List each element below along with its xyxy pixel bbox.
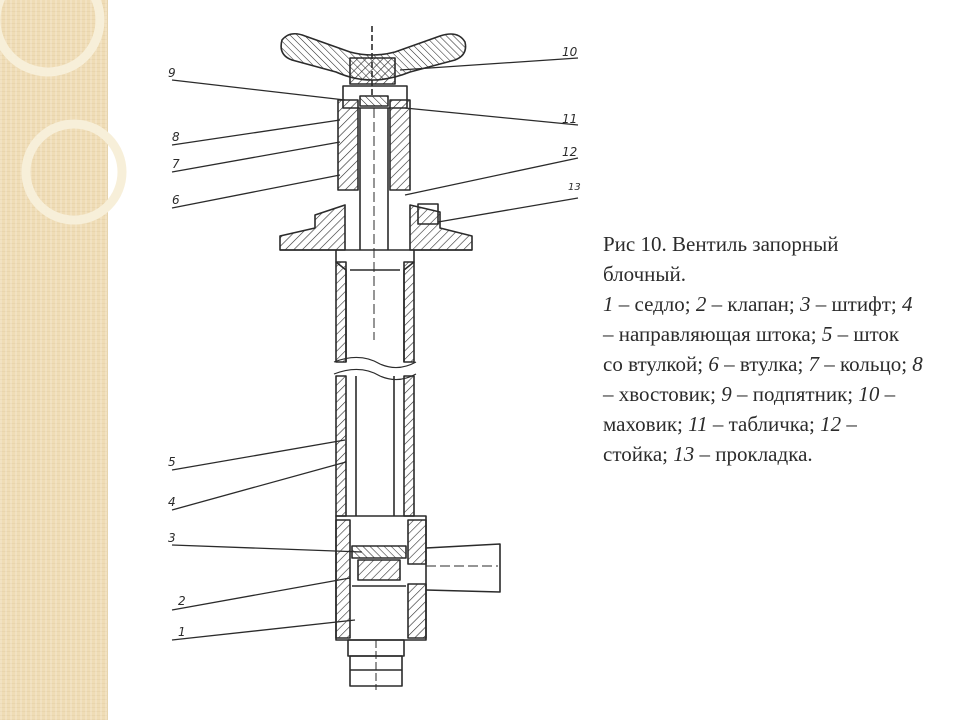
caption-part-name: штифт (831, 292, 891, 316)
callout-8: 8 (172, 130, 180, 144)
stem-upper-drawing (359, 108, 389, 340)
caption-part-number: 8 (912, 352, 923, 376)
caption-part-name: подпятник (752, 382, 848, 406)
side-outlet-drawing (425, 543, 501, 593)
caption-part-name: маховик (603, 412, 678, 436)
caption-part-name: хвостовик (618, 382, 711, 406)
callout-labels: 1 2 3 4 5 6 7 8 9 10 11 12 13 (168, 45, 581, 639)
caption-part-number: 10 (858, 382, 880, 406)
callout-12: 12 (562, 145, 577, 159)
caption-part-number: 13 (673, 442, 695, 466)
caption-part-1: 1 – седло; (603, 292, 696, 316)
callout-2: 2 (178, 594, 186, 608)
band-edge-line (107, 0, 108, 720)
decorative-ring-large (0, 0, 105, 77)
caption-part-number: 6 (708, 352, 719, 376)
caption-part-name: кольцо (840, 352, 902, 376)
caption-part-10: 10 – маховик; (603, 382, 896, 436)
caption-part-number: 5 (821, 322, 833, 346)
caption-part-name: направляющая штока (618, 322, 811, 346)
caption-part-name: прокладка (715, 442, 808, 466)
caption-part-13: 13 – прокладка. (673, 442, 813, 466)
caption-part-8: 8 – хвостовик; (603, 352, 923, 406)
upper-cap-drawing (337, 85, 411, 191)
valve-chamber-drawing (335, 515, 427, 641)
caption-part-11: 11 – табличка; (688, 412, 821, 436)
bottom-seat-drawing (347, 639, 405, 690)
caption-part-name: табличка (728, 412, 809, 436)
caption-part-number: 9 (721, 382, 732, 406)
caption-part-9: 9 – подпятник; (721, 382, 859, 406)
caption-part-6: 6 – втулка; (708, 352, 809, 376)
caption-title: Рис 10. Вентиль запорный блочный. (603, 232, 839, 286)
callout-1: 1 (178, 625, 186, 639)
stand-lower-drawing (333, 368, 417, 517)
caption-part-12: 12 – стойка; (603, 412, 857, 466)
callout-10: 10 (562, 45, 578, 59)
callout-5: 5 (168, 455, 176, 469)
callout-3: 3 (168, 531, 176, 545)
caption-part-number: 11 (688, 412, 708, 436)
decorative-rings (0, 0, 127, 225)
callout-13: 13 (568, 182, 581, 193)
caption-part-number: 7 (808, 352, 820, 376)
caption-part-4: 4 – направляющая штока; (603, 292, 913, 346)
valve-technical-drawing: 1 2 3 4 5 6 7 8 9 10 11 12 13 (168, 26, 581, 690)
stand-upper-drawing (333, 250, 417, 369)
caption-part-5: 5 – шток со втулкой; (603, 322, 900, 376)
caption-part-number: 3 (800, 292, 811, 316)
decorative-side-band (0, 0, 107, 720)
leader-lines (171, 57, 579, 641)
caption-part-name: стойка (603, 442, 663, 466)
flange-drawing (279, 203, 473, 251)
caption-part-name: клапан (727, 292, 789, 316)
caption-part-number: 1 (603, 292, 614, 316)
caption-part-3: 3 – штифт; (800, 292, 902, 316)
caption-part-name: седло (634, 292, 685, 316)
caption-part-name: втулка (739, 352, 798, 376)
figure-caption: Рис 10. Вентиль запорный блочный. 1 – се… (603, 229, 923, 469)
caption-parts-list: 1 – седло; 2 – клапан; 3 – штифт; 4 – на… (603, 289, 923, 469)
decorative-ring-small (21, 119, 127, 225)
callout-9: 9 (168, 66, 176, 80)
caption-part-number: 12 (820, 412, 842, 436)
callout-6: 6 (172, 193, 180, 207)
caption-part-7: 7 – кольцо; (808, 352, 913, 376)
caption-part-number: 4 (901, 292, 913, 316)
callout-7: 7 (172, 157, 180, 171)
callout-11: 11 (562, 112, 577, 126)
caption-part-number: 2 (695, 292, 707, 316)
callout-4: 4 (168, 495, 176, 509)
caption-part-name: шток со втулкой (603, 322, 900, 376)
caption-part-2: 2 – клапан; (695, 292, 801, 316)
